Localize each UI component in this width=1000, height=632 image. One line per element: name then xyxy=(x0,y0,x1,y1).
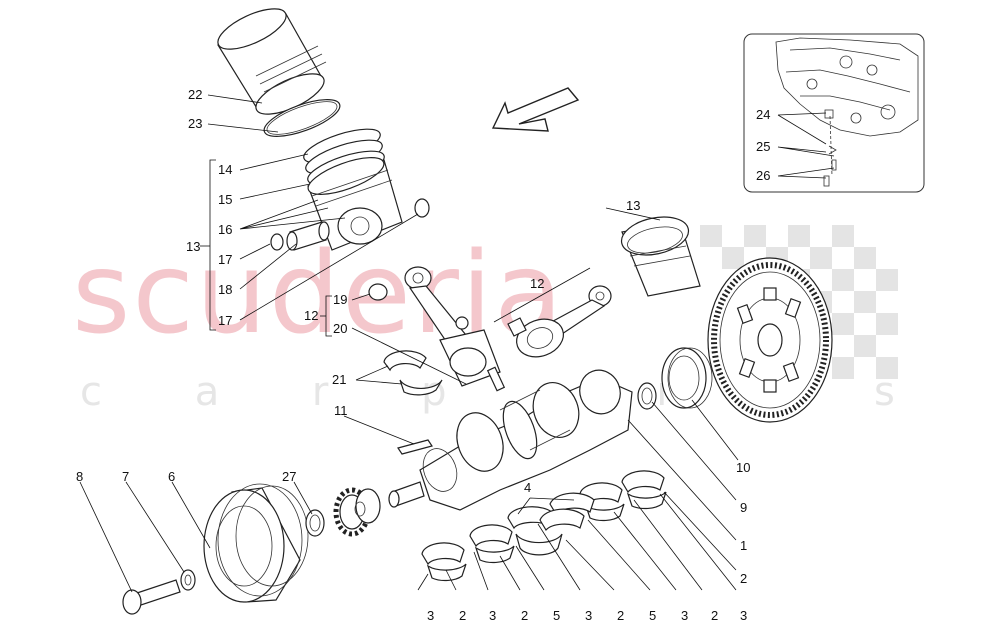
piston-upper xyxy=(307,157,403,251)
connecting-rod-right xyxy=(507,285,612,358)
piston-pin-and-clips xyxy=(270,198,430,251)
callout-3-a: 3 xyxy=(427,608,434,623)
callout-12-right: 12 xyxy=(530,276,544,291)
callout-21: 21 xyxy=(332,372,346,387)
callout-5-a: 5 xyxy=(553,608,560,623)
main-bearing-shells xyxy=(421,470,667,582)
callout-14: 14 xyxy=(218,162,232,177)
damper-pulley xyxy=(203,483,309,603)
callout-22: 22 xyxy=(188,87,202,102)
callout-2-b: 2 xyxy=(521,608,528,623)
woodruff-key xyxy=(397,439,433,455)
callout-2-c: 2 xyxy=(617,608,624,623)
callout-3-right: 3 xyxy=(740,608,747,623)
crankshaft xyxy=(388,369,633,511)
callout-labels: 22 23 14 15 16 13 17 18 17 19 12 20 21 1… xyxy=(76,87,750,623)
callout-24: 24 xyxy=(756,107,770,122)
connecting-rod-left xyxy=(368,266,506,392)
callout-2-right: 2 xyxy=(740,571,747,586)
crank-seal-small xyxy=(637,382,657,410)
callout-20: 20 xyxy=(333,321,347,336)
watermark-brand: scuderia xyxy=(72,229,565,359)
timing-gear xyxy=(333,487,381,537)
piston-lower-right xyxy=(620,216,701,297)
callout-17-lower: 17 xyxy=(218,313,232,328)
timing-sleeve-ring xyxy=(305,509,325,537)
callout-2-a: 2 xyxy=(459,608,466,623)
group-bracket-13 xyxy=(200,159,216,331)
callout-16: 16 xyxy=(218,222,232,237)
callout-9: 9 xyxy=(740,500,747,515)
callout-1: 1 xyxy=(740,538,747,553)
crank-oil-seal xyxy=(661,347,713,409)
callout-15: 15 xyxy=(218,192,232,207)
callout-5-b: 5 xyxy=(649,608,656,623)
rod-bearing-shells xyxy=(383,350,443,396)
callout-13-left: 13 xyxy=(186,239,200,254)
callout-3-b: 3 xyxy=(489,608,496,623)
callout-6: 6 xyxy=(168,469,175,484)
leader-lines xyxy=(79,94,739,593)
callout-3-c: 3 xyxy=(585,608,592,623)
inset-detail-box: 24 25 26 xyxy=(743,33,925,193)
callout-3-d: 3 xyxy=(681,608,688,623)
callout-11: 11 xyxy=(334,403,348,418)
callout-26: 26 xyxy=(756,168,770,183)
callout-18: 18 xyxy=(218,282,232,297)
callout-2-d: 2 xyxy=(711,608,718,623)
bearing-pair-1 xyxy=(621,470,667,510)
callout-13-right: 13 xyxy=(626,198,640,213)
callout-10: 10 xyxy=(736,460,750,475)
inset-engine-block xyxy=(775,37,919,187)
callout-19: 19 xyxy=(333,292,347,307)
callout-23: 23 xyxy=(188,116,202,131)
callout-27: 27 xyxy=(282,469,296,484)
callout-17-upper: 17 xyxy=(218,252,232,267)
callout-8: 8 xyxy=(76,469,83,484)
thrust-bearing-pair xyxy=(507,492,595,556)
cylinder-liner xyxy=(217,8,327,115)
arrow-left-down-icon xyxy=(491,87,580,132)
callout-25: 25 xyxy=(756,139,770,154)
callout-4: 4 xyxy=(524,480,531,495)
bearing-pair-3 xyxy=(469,524,515,564)
group-bracket-12 xyxy=(320,295,332,337)
callout-12-left: 12 xyxy=(304,308,318,323)
flywheel xyxy=(707,257,833,423)
crank-washer xyxy=(180,569,196,591)
bearing-pair-4 xyxy=(421,542,467,582)
callout-7: 7 xyxy=(122,469,129,484)
crank-bolt xyxy=(122,579,181,615)
